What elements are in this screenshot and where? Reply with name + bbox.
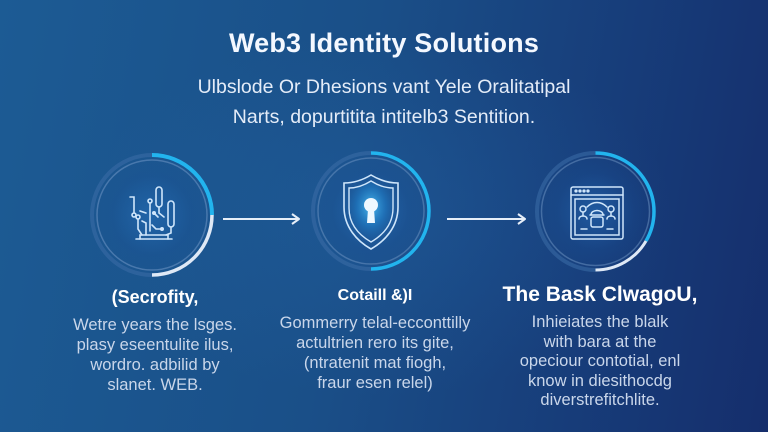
ring-arc-icon	[311, 151, 431, 271]
step-3-desc-line-5: diverstrefitchlite.	[540, 391, 660, 409]
progress-ring-1	[90, 153, 214, 277]
step-2-heading: Cotaill &)I	[337, 287, 413, 304]
shield-keyhole-icon	[343, 174, 399, 250]
ring-arc-icon	[90, 153, 214, 277]
step-1-heading: (Secrofity,	[111, 287, 199, 307]
arrow-right-icon	[223, 213, 300, 225]
subtitle: Ulbslode Or Dhesions vant Yele Oralitati…	[0, 72, 768, 132]
step-1-desc-line-4: slanet. WEB.	[107, 376, 203, 394]
progress-ring-3	[535, 151, 656, 272]
step-3-desc-line-1: Inhieiates the blalk	[531, 313, 669, 331]
browser-users-icon	[570, 186, 624, 240]
arrow-right-icon	[447, 213, 526, 225]
step-2-description: Gommerry telal-ecconttilly actultrien re…	[255, 313, 495, 393]
step-2-desc-line-4: fraur esen relel)	[317, 374, 433, 392]
step-2-desc-line-1: Gommerry telal-ecconttilly	[279, 314, 471, 332]
step-3-heading: The Bask ClwagoU,	[502, 283, 698, 306]
step-1-description: Wetre years the lsges. plasy eseentulite…	[40, 315, 270, 395]
step-1-desc-line-1: Wetre years the lsges.	[73, 316, 237, 334]
step-3-desc-line-2: with bara at the	[543, 332, 657, 351]
subtitle-line-1: Ulbslode Or Dhesions vant Yele Oralitati…	[197, 76, 571, 98]
progress-ring-2	[311, 151, 431, 271]
step-3-description: Inhieiates the blalk with bara at the op…	[480, 313, 720, 411]
step-2-desc-line-3: (ntratenit mat fiogh,	[303, 354, 447, 372]
step-3-desc-line-3: opeciour contotial, enl	[519, 352, 681, 370]
page-title: Web3 Identity Solutions	[228, 28, 540, 58]
circuit-hand-icon	[129, 186, 175, 240]
step-1-desc-line-2: plasy eseentulite ilus,	[76, 336, 234, 354]
step-2-desc-line-2: actultrien rero its gite,	[296, 334, 454, 352]
step-3-desc-line-4: know in diesithocdg	[527, 371, 672, 390]
ring-arc-icon	[535, 151, 656, 272]
step-1-desc-line-3: wordro. adbilid by	[90, 356, 220, 374]
subtitle-line-2: Narts, dopurtitita intitelb3 Sentition.	[232, 106, 536, 128]
